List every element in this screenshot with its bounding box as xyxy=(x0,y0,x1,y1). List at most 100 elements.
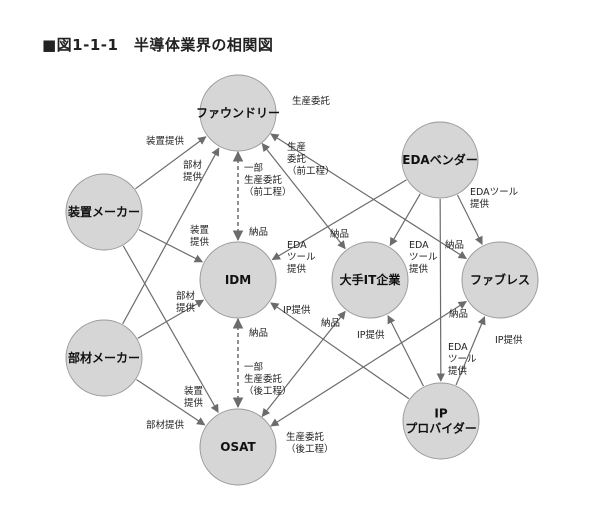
edge-eda-idm xyxy=(271,179,407,261)
edge-label-equipment-to-osat: 装置提供 xyxy=(184,385,204,409)
diagram-title: ■図1-1-1 半導体業界の相関図 xyxy=(42,36,274,54)
node-foundry-label: ファウンドリー xyxy=(196,106,280,120)
edge-label-ip-to-fabless-line: IP提供 xyxy=(495,334,523,346)
edge-label-equipment-to-foundry-line: 装置提供 xyxy=(146,135,185,147)
edge-label-foundry-to-large-it-delivery: 納品 xyxy=(330,228,349,240)
node-materials-maker-circle xyxy=(65,319,143,397)
edge-label-equipment-to-idm: 装置提供 xyxy=(190,224,210,248)
node-osat: OSAT xyxy=(199,408,277,486)
edge-osat-fabless xyxy=(270,300,467,427)
edge-label-foundry-to-fabless-delivery-line: 納品 xyxy=(445,239,464,251)
edge-label-large-it-to-foundry-line: 委託 xyxy=(287,153,307,165)
edge-label-ip-to-large-it-line: IP提供 xyxy=(357,329,385,341)
edge-label-eda-to-idm-line: ツール xyxy=(287,252,316,263)
edge-label-osat-to-large-it-delivery-line: 納品 xyxy=(321,317,340,329)
edge-label-idm-to-foundry-front-line: 一部 xyxy=(244,162,263,174)
node-equipment-maker-label: 装置メーカー xyxy=(67,204,140,219)
node-osat-label: OSAT xyxy=(220,440,256,454)
edge-label-fabless-to-osat-line: （後工程） xyxy=(286,443,334,455)
edge-label-materials-to-idm-line: 部材 xyxy=(176,290,196,302)
edge-label-materials-to-foundry-line: 提供 xyxy=(183,171,203,183)
edge-materials-osat xyxy=(136,379,206,426)
edges-layer xyxy=(122,133,486,427)
edge-label-fabless-to-osat-line: 生産委託 xyxy=(286,431,325,443)
node-equipment-maker-circle xyxy=(65,173,143,251)
edge-label-equipment-to-osat-line: 提供 xyxy=(184,397,204,409)
node-foundry: ファウンドリー xyxy=(196,74,280,152)
edge-label-osat-to-idm-delivery-line: 納品 xyxy=(249,327,268,339)
node-materials-maker: 部材メーカー xyxy=(65,319,143,397)
edge-label-eda-to-ip-line: 提供 xyxy=(448,365,468,377)
edge-label-eda-to-ip-line: ツール xyxy=(448,354,477,365)
edge-label-ip-to-large-it: IP提供 xyxy=(357,329,385,341)
node-ip-provider-label: プロバイダー xyxy=(405,421,477,436)
edge-label-foundry-to-idm-delivery-line: 納品 xyxy=(249,226,268,238)
node-idm-label: IDM xyxy=(225,273,251,287)
edge-label-fabless-to-osat: 生産委託（後工程） xyxy=(286,431,334,455)
node-ip-provider-label: IP xyxy=(434,407,447,421)
edge-eda-ip xyxy=(436,198,446,382)
edge-label-eda-to-fabless-line: 提供 xyxy=(470,198,490,210)
node-ip-provider-circle xyxy=(402,382,480,460)
edge-label-equipment-to-idm-line: 提供 xyxy=(190,236,210,248)
edge-label-eda-to-large-it-line: ツール xyxy=(409,252,438,263)
edge-label-foundry-to-large-it-delivery-line: 納品 xyxy=(330,228,349,240)
edge-label-equipment-to-osat-line: 装置 xyxy=(184,385,203,397)
edge-eda-fabless xyxy=(456,194,483,245)
edge-label-idm-to-foundry-front-line: （前工程） xyxy=(244,186,292,198)
node-eda-vendor-circle xyxy=(401,121,479,199)
node-large-it: 大手IT企業 xyxy=(331,241,409,319)
node-eda-vendor: EDAベンダー xyxy=(401,121,479,199)
edge-label-eda-to-fabless-line: EDAツール xyxy=(470,187,519,198)
edge-label-eda-to-idm-line: EDA xyxy=(287,240,307,251)
node-osat-circle xyxy=(199,408,277,486)
edge-label-eda-to-large-it-line: 提供 xyxy=(409,263,429,275)
edge-equipment-foundry xyxy=(135,136,207,190)
edge-eda-large-it xyxy=(389,193,421,247)
node-equipment-maker: 装置メーカー xyxy=(65,173,143,251)
edge-label-eda-to-idm-line: 提供 xyxy=(287,263,307,275)
edge-label-materials-to-idm-line: 提供 xyxy=(176,302,196,314)
edge-label-idm-to-osat-back-line: （後工程） xyxy=(244,385,292,397)
edge-label-eda-to-ip-line: EDA xyxy=(448,342,468,353)
edge-label-materials-to-osat: 部材提供 xyxy=(146,419,185,431)
edge-materials-foundry xyxy=(122,147,220,325)
edge-foundry-fabless xyxy=(270,133,467,260)
node-materials-maker-label: 部材メーカー xyxy=(68,350,140,365)
edge-label-foundry-to-idm-delivery: 納品 xyxy=(249,226,268,238)
edge-label-ip-to-idm-line: IP提供 xyxy=(283,304,311,316)
node-fabless: ファブレス xyxy=(461,241,539,319)
node-idm: IDM xyxy=(199,241,277,319)
edge-equipment-osat xyxy=(122,245,219,413)
edge-label-foundry-to-fabless-delivery: 納品 xyxy=(445,239,464,251)
edge-label-foundry-to-fabless-line: 生産委託 xyxy=(292,95,331,107)
edge-materials-idm xyxy=(137,299,205,339)
edge-label-materials-to-foundry-line: 部材 xyxy=(183,159,203,171)
edge-label-foundry-to-fabless: 生産委託 xyxy=(292,95,331,107)
node-large-it-circle xyxy=(331,241,409,319)
edge-label-large-it-to-foundry: 生産委託（前工程） xyxy=(287,141,335,177)
edge-equipment-idm xyxy=(138,229,204,263)
edge-label-equipment-to-foundry: 装置提供 xyxy=(146,135,185,147)
edge-label-equipment-to-idm-line: 装置 xyxy=(190,224,209,236)
edge-label-idm-to-osat-back-line: 生産委託 xyxy=(244,373,283,385)
edge-label-osat-to-idm-delivery: 納品 xyxy=(249,327,268,339)
edge-label-idm-to-foundry-front-line: 生産委託 xyxy=(244,174,283,186)
edge-label-ip-to-fabless: IP提供 xyxy=(495,334,523,346)
node-eda-vendor-label: EDAベンダー xyxy=(402,152,477,167)
node-foundry-circle xyxy=(199,74,277,152)
edge-ip-large-it xyxy=(387,314,424,387)
edge-label-eda-to-large-it-line: EDA xyxy=(409,240,429,251)
edge-label-osat-to-fabless-delivery: 納品 xyxy=(449,308,468,320)
node-idm-circle xyxy=(199,241,277,319)
node-fabless-label: ファブレス xyxy=(470,272,530,287)
edge-label-osat-to-large-it-delivery: 納品 xyxy=(321,317,340,329)
